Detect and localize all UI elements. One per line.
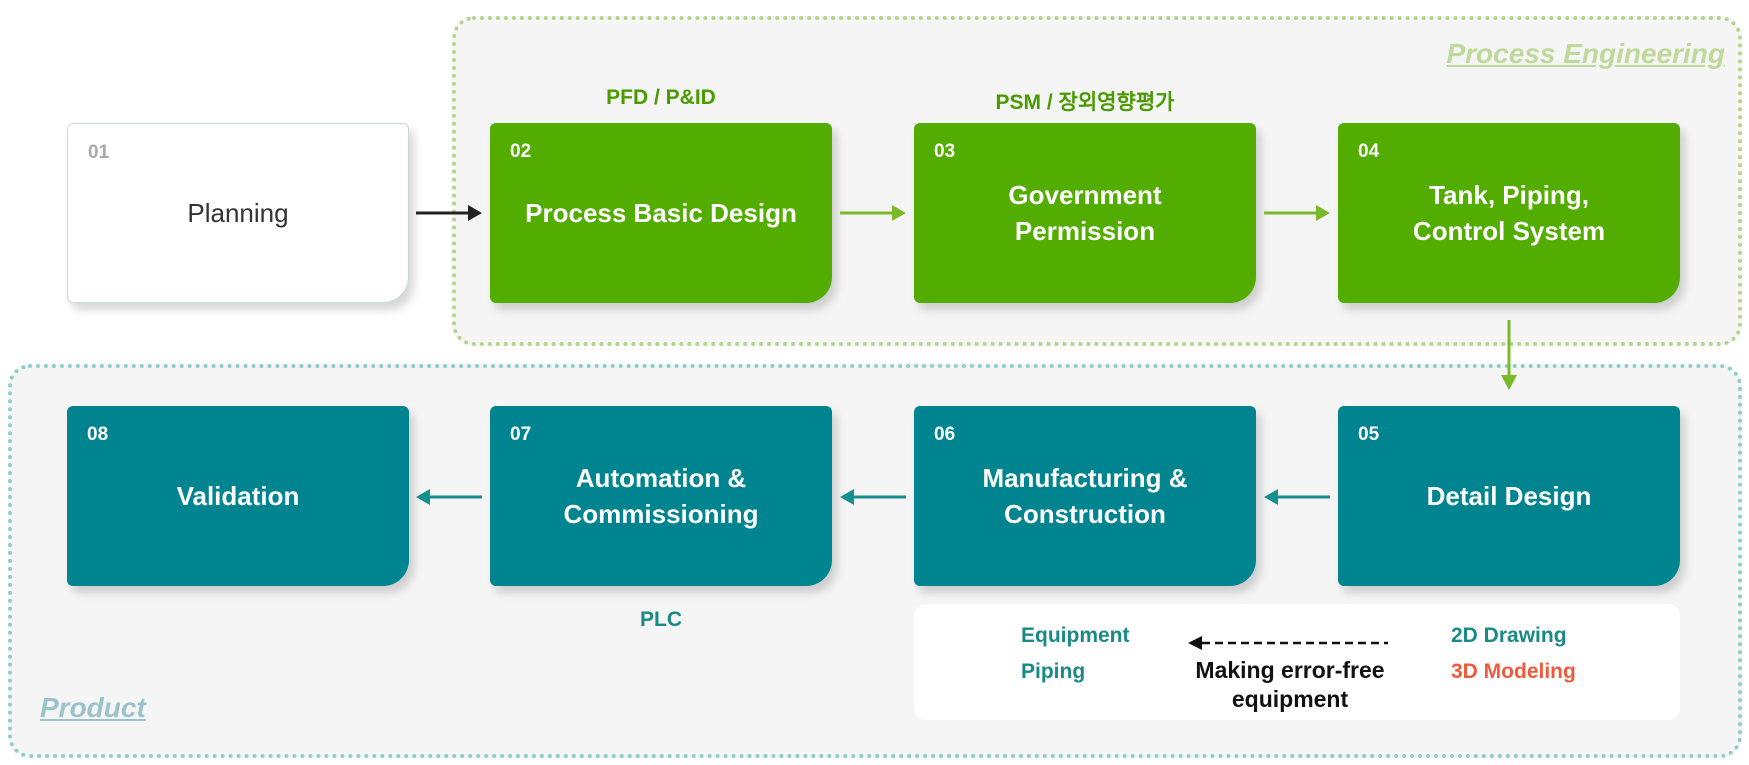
step-number: 05	[1358, 424, 1380, 445]
step-label: Process Basic Design	[525, 198, 797, 228]
step-number: 03	[934, 141, 956, 162]
step-number: 08	[87, 424, 109, 445]
step-number: 02	[510, 141, 532, 162]
info-piping: Piping	[1021, 660, 1086, 683]
step-number: 06	[934, 424, 956, 445]
step-03-government-permission: 03 Government Permission	[914, 123, 1256, 303]
step-01-planning: 01 Planning	[67, 123, 409, 303]
step-02-process-basic-design: 02 Process Basic Design	[490, 123, 832, 303]
step-label: Government Permission	[1008, 180, 1162, 246]
product-title: Product	[40, 692, 146, 723]
step-label: Manufacturing & Construction	[982, 463, 1188, 529]
step-06-manufacturing-construction: 06 Manufacturing & Construction	[914, 406, 1256, 586]
process-engineering-title: Process Engineering	[1446, 38, 1725, 69]
step-number: 07	[510, 424, 532, 445]
step-number: 01	[88, 142, 110, 163]
info-3d-modeling: 3D Modeling	[1451, 660, 1576, 683]
step-05-detail-design: 05 Detail Design	[1338, 406, 1680, 586]
step-label: Tank, Piping, Control System	[1412, 180, 1606, 246]
info-2d-drawing: 2D Drawing	[1451, 624, 1567, 647]
step-04-tank-piping-control: 04 Tank, Piping, Control System	[1338, 123, 1680, 303]
step-label: Validation	[176, 481, 300, 511]
dashed-arrow-left-icon	[1188, 636, 1388, 650]
step-number: 04	[1358, 141, 1380, 162]
step-label: Detail Design	[1426, 481, 1592, 511]
detail-info-box	[914, 604, 1680, 720]
annotation-plc: PLC	[640, 608, 682, 631]
step-label: Planning	[187, 198, 289, 228]
step-08-validation: 08 Validation	[67, 406, 409, 586]
step-label: Automation & Commissioning	[563, 463, 759, 529]
annotation-pfd-pid: PFD / P&ID	[606, 86, 716, 109]
annotation-psm: PSM / 장외영향평가	[995, 91, 1175, 114]
step-07-automation-commissioning: 07 Automation & Commissioning	[490, 406, 832, 586]
making-error-free-text: Making error-free equipment	[1195, 657, 1385, 712]
info-equipment: Equipment	[1021, 624, 1130, 647]
